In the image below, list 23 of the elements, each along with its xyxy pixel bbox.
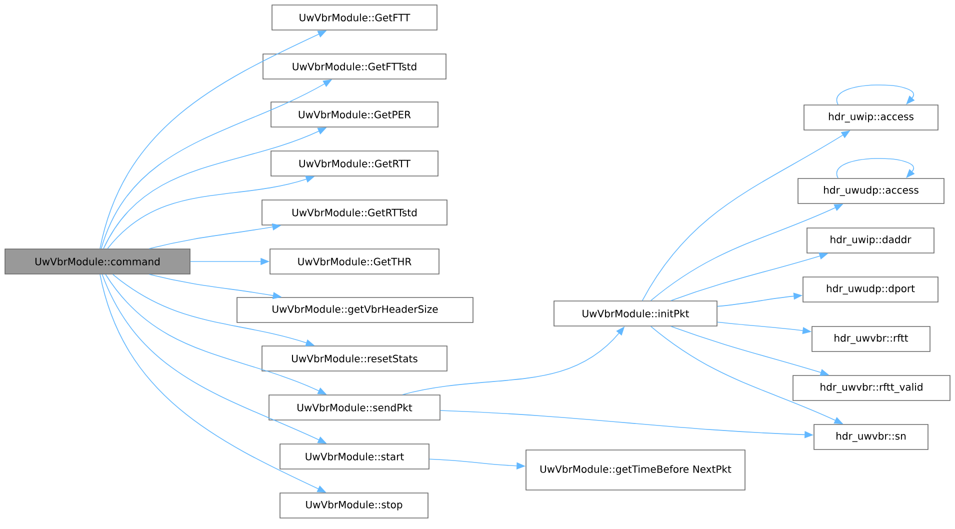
function-box: hdr_uwvbr::rftt_valid	[792, 375, 950, 401]
function-box: UwVbrModule::GetFTT	[272, 4, 438, 30]
function-box: UwVbrModule::start	[280, 444, 430, 470]
function-box: UwVbrModule::getVbrHeaderSize	[236, 297, 474, 323]
self-loop-arrow	[836, 84, 915, 105]
function-box: UwVbrModule::resetStats	[262, 346, 448, 372]
function-box: hdr_uwvbr::rftt	[812, 326, 930, 352]
function-box: UwVbrModule::GetFTTstd	[262, 54, 446, 80]
function-box: hdr_uwudp::dport	[802, 276, 938, 302]
function-box: UwVbrModule::GetRTT	[270, 150, 438, 176]
self-loop-arrow	[836, 158, 915, 178]
function-box: UwVbrModule::command	[4, 248, 190, 274]
function-box: UwVbrModule::getTimeBefore NextPkt	[526, 450, 746, 490]
function-box: UwVbrModule::GetPER	[270, 102, 438, 128]
function-box: UwVbrModule::sendPkt	[268, 394, 440, 420]
function-box: hdr_uwvbr::sn	[814, 424, 928, 450]
function-box: UwVbrModule::GetTHR	[270, 248, 440, 274]
function-box: hdr_uwip::access	[804, 104, 938, 130]
function-box: UwVbrModule::stop	[280, 492, 428, 518]
function-box: UwVbrModule::GetRTTstd	[262, 200, 448, 226]
function-box: hdr_uwip::daddr	[806, 228, 934, 254]
function-box: UwVbrModule::initPkt	[554, 300, 718, 326]
function-box: hdr_uwudp::access	[798, 178, 944, 204]
